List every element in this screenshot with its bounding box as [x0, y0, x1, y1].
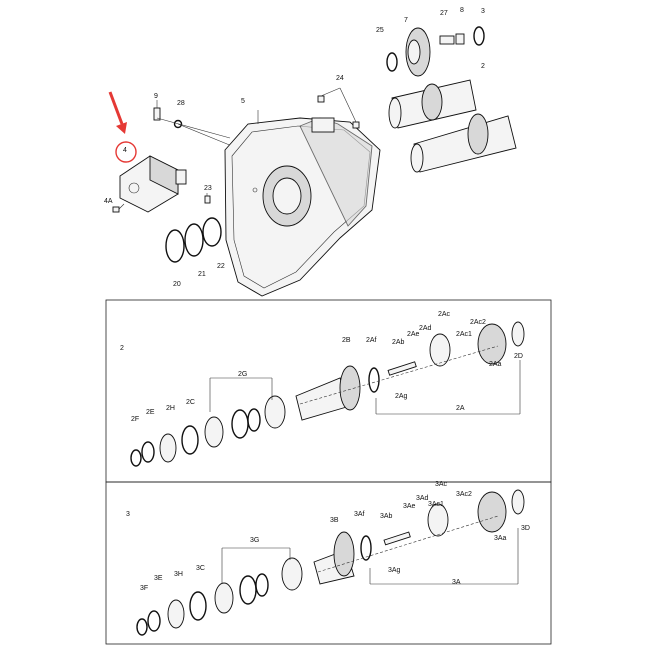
- label-23: 23: [204, 185, 212, 192]
- label-7: 7: [404, 17, 408, 24]
- label-3f: 3F: [140, 585, 148, 592]
- label-3aa: 3Aa: [494, 535, 507, 542]
- rings-20-22: [165, 217, 222, 263]
- label-28: 28: [177, 100, 185, 107]
- section-3-parts: [136, 489, 525, 636]
- label-2ag: 2Ag: [395, 393, 408, 400]
- label-27: 27: [440, 10, 448, 17]
- label-3ac: 3Ac: [435, 481, 448, 488]
- label-3b: 3B: [330, 517, 339, 524]
- label-3ac2: 3Ac2: [456, 491, 472, 498]
- label-21: 21: [198, 271, 206, 278]
- label-3af: 3Af: [354, 511, 365, 518]
- label-3ad: 3Ad: [416, 495, 429, 502]
- label-2ac1: 2Ac1: [456, 331, 472, 338]
- label-2a: 2A: [456, 405, 465, 412]
- label-3ae: 3Ae: [403, 503, 416, 510]
- shaft-3: [388, 79, 477, 129]
- section-3-frame: [105, 481, 552, 645]
- label-2ae: 2Ae: [407, 331, 420, 338]
- label-3ac1: 3Ac1: [428, 501, 444, 508]
- label-2ac: 2Ac: [438, 311, 451, 318]
- label-2af: 2Af: [366, 337, 377, 344]
- label-8: 8: [460, 7, 464, 14]
- red-arrow-icon: [108, 91, 127, 134]
- label-2e: 2E: [146, 409, 155, 416]
- label-3ag: 3Ag: [388, 567, 401, 574]
- label-9: 9: [154, 93, 158, 100]
- label-3c: 3C: [196, 565, 205, 572]
- label-3g: 3G: [250, 537, 259, 544]
- label-3: 3: [481, 8, 485, 15]
- label-3ab: 3Ab: [380, 513, 393, 520]
- label-2ad: 2Ad: [419, 325, 432, 332]
- highlight-circle: [115, 141, 137, 163]
- section-2-parts: [130, 321, 525, 467]
- label-4: 4: [123, 147, 127, 154]
- label-3h: 3H: [174, 571, 183, 578]
- label-20: 20: [173, 281, 181, 288]
- label-2h: 2H: [166, 405, 175, 412]
- label-2aa: 2Aa: [489, 361, 502, 368]
- label-2d: 2D: [514, 353, 523, 360]
- shaft-2: [410, 113, 517, 173]
- label-2ab: 2Ab: [392, 339, 405, 346]
- label-2f: 2F: [131, 416, 139, 423]
- label-3e: 3E: [154, 575, 163, 582]
- label-5: 5: [241, 98, 245, 105]
- label-2b: 2B: [342, 337, 351, 344]
- label-2: 2: [481, 63, 485, 70]
- bolt-9-drawing: [153, 100, 161, 121]
- part-5-housing: [224, 117, 381, 297]
- part-4-drawing: [119, 155, 187, 213]
- label-2g: 2G: [238, 371, 247, 378]
- label-4a: 4A: [104, 198, 113, 205]
- gear-7: [405, 27, 431, 77]
- label-3: 3: [126, 511, 130, 518]
- label-22: 22: [217, 263, 225, 270]
- label-3a: 3A: [452, 579, 461, 586]
- label-24: 24: [336, 75, 344, 82]
- label-2ac2: 2Ac2: [470, 319, 486, 326]
- label-3d: 3D: [521, 525, 530, 532]
- label-2c: 2C: [186, 399, 195, 406]
- label-25: 25: [376, 27, 384, 34]
- label-2: 2: [120, 345, 124, 352]
